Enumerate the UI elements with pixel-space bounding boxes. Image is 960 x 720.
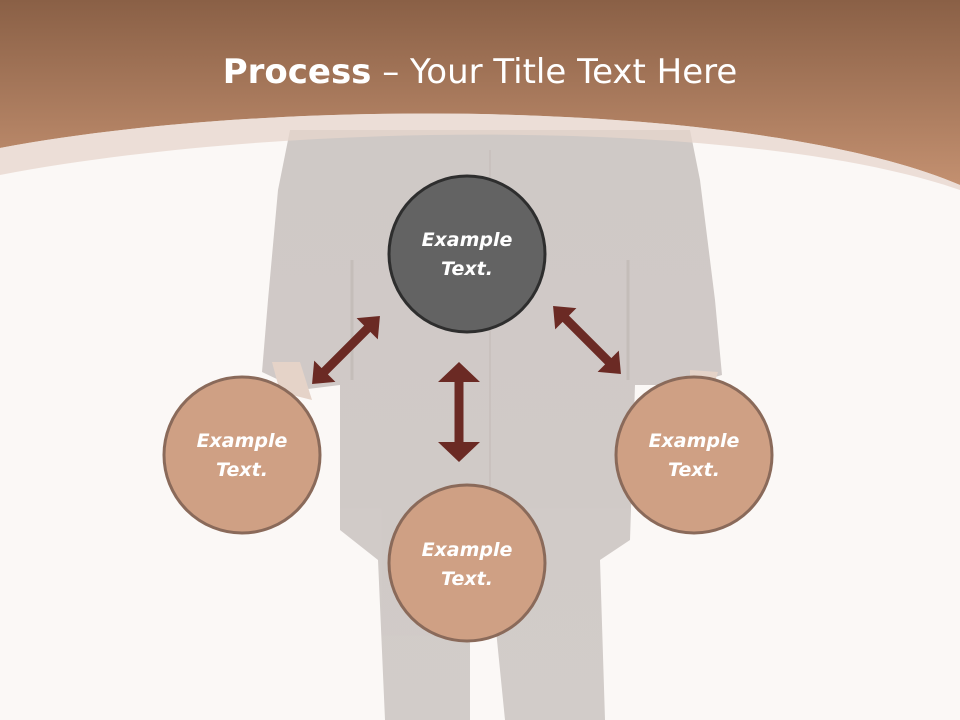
slide-title: Process – Your Title Text Here — [0, 52, 960, 92]
right-node-line1: Example — [649, 430, 740, 452]
bottom-node: Example Text. — [387, 483, 547, 643]
bottom-node-line1: Example — [422, 539, 513, 561]
center-node-line1: Example — [422, 229, 513, 251]
double-headed-arrow-icon — [312, 316, 380, 384]
header-band — [0, 0, 960, 190]
slide-title-bold: Process — [222, 52, 372, 92]
left-node: Example Text. — [162, 375, 322, 535]
center-node: Example Text. — [387, 174, 547, 334]
right-node-line2: Text. — [668, 459, 720, 481]
bottom-node-line2: Text. — [441, 568, 493, 590]
center-node-line2: Text. — [441, 258, 493, 280]
right-node: Example Text. — [614, 375, 774, 535]
slide-title-rest: – Your Title Text Here — [371, 52, 738, 92]
double-headed-arrow-icon — [553, 306, 621, 374]
double-headed-arrow-icon — [438, 362, 480, 462]
arrows — [312, 306, 621, 462]
left-node-line2: Text. — [216, 459, 268, 481]
left-node-line1: Example — [197, 430, 288, 452]
